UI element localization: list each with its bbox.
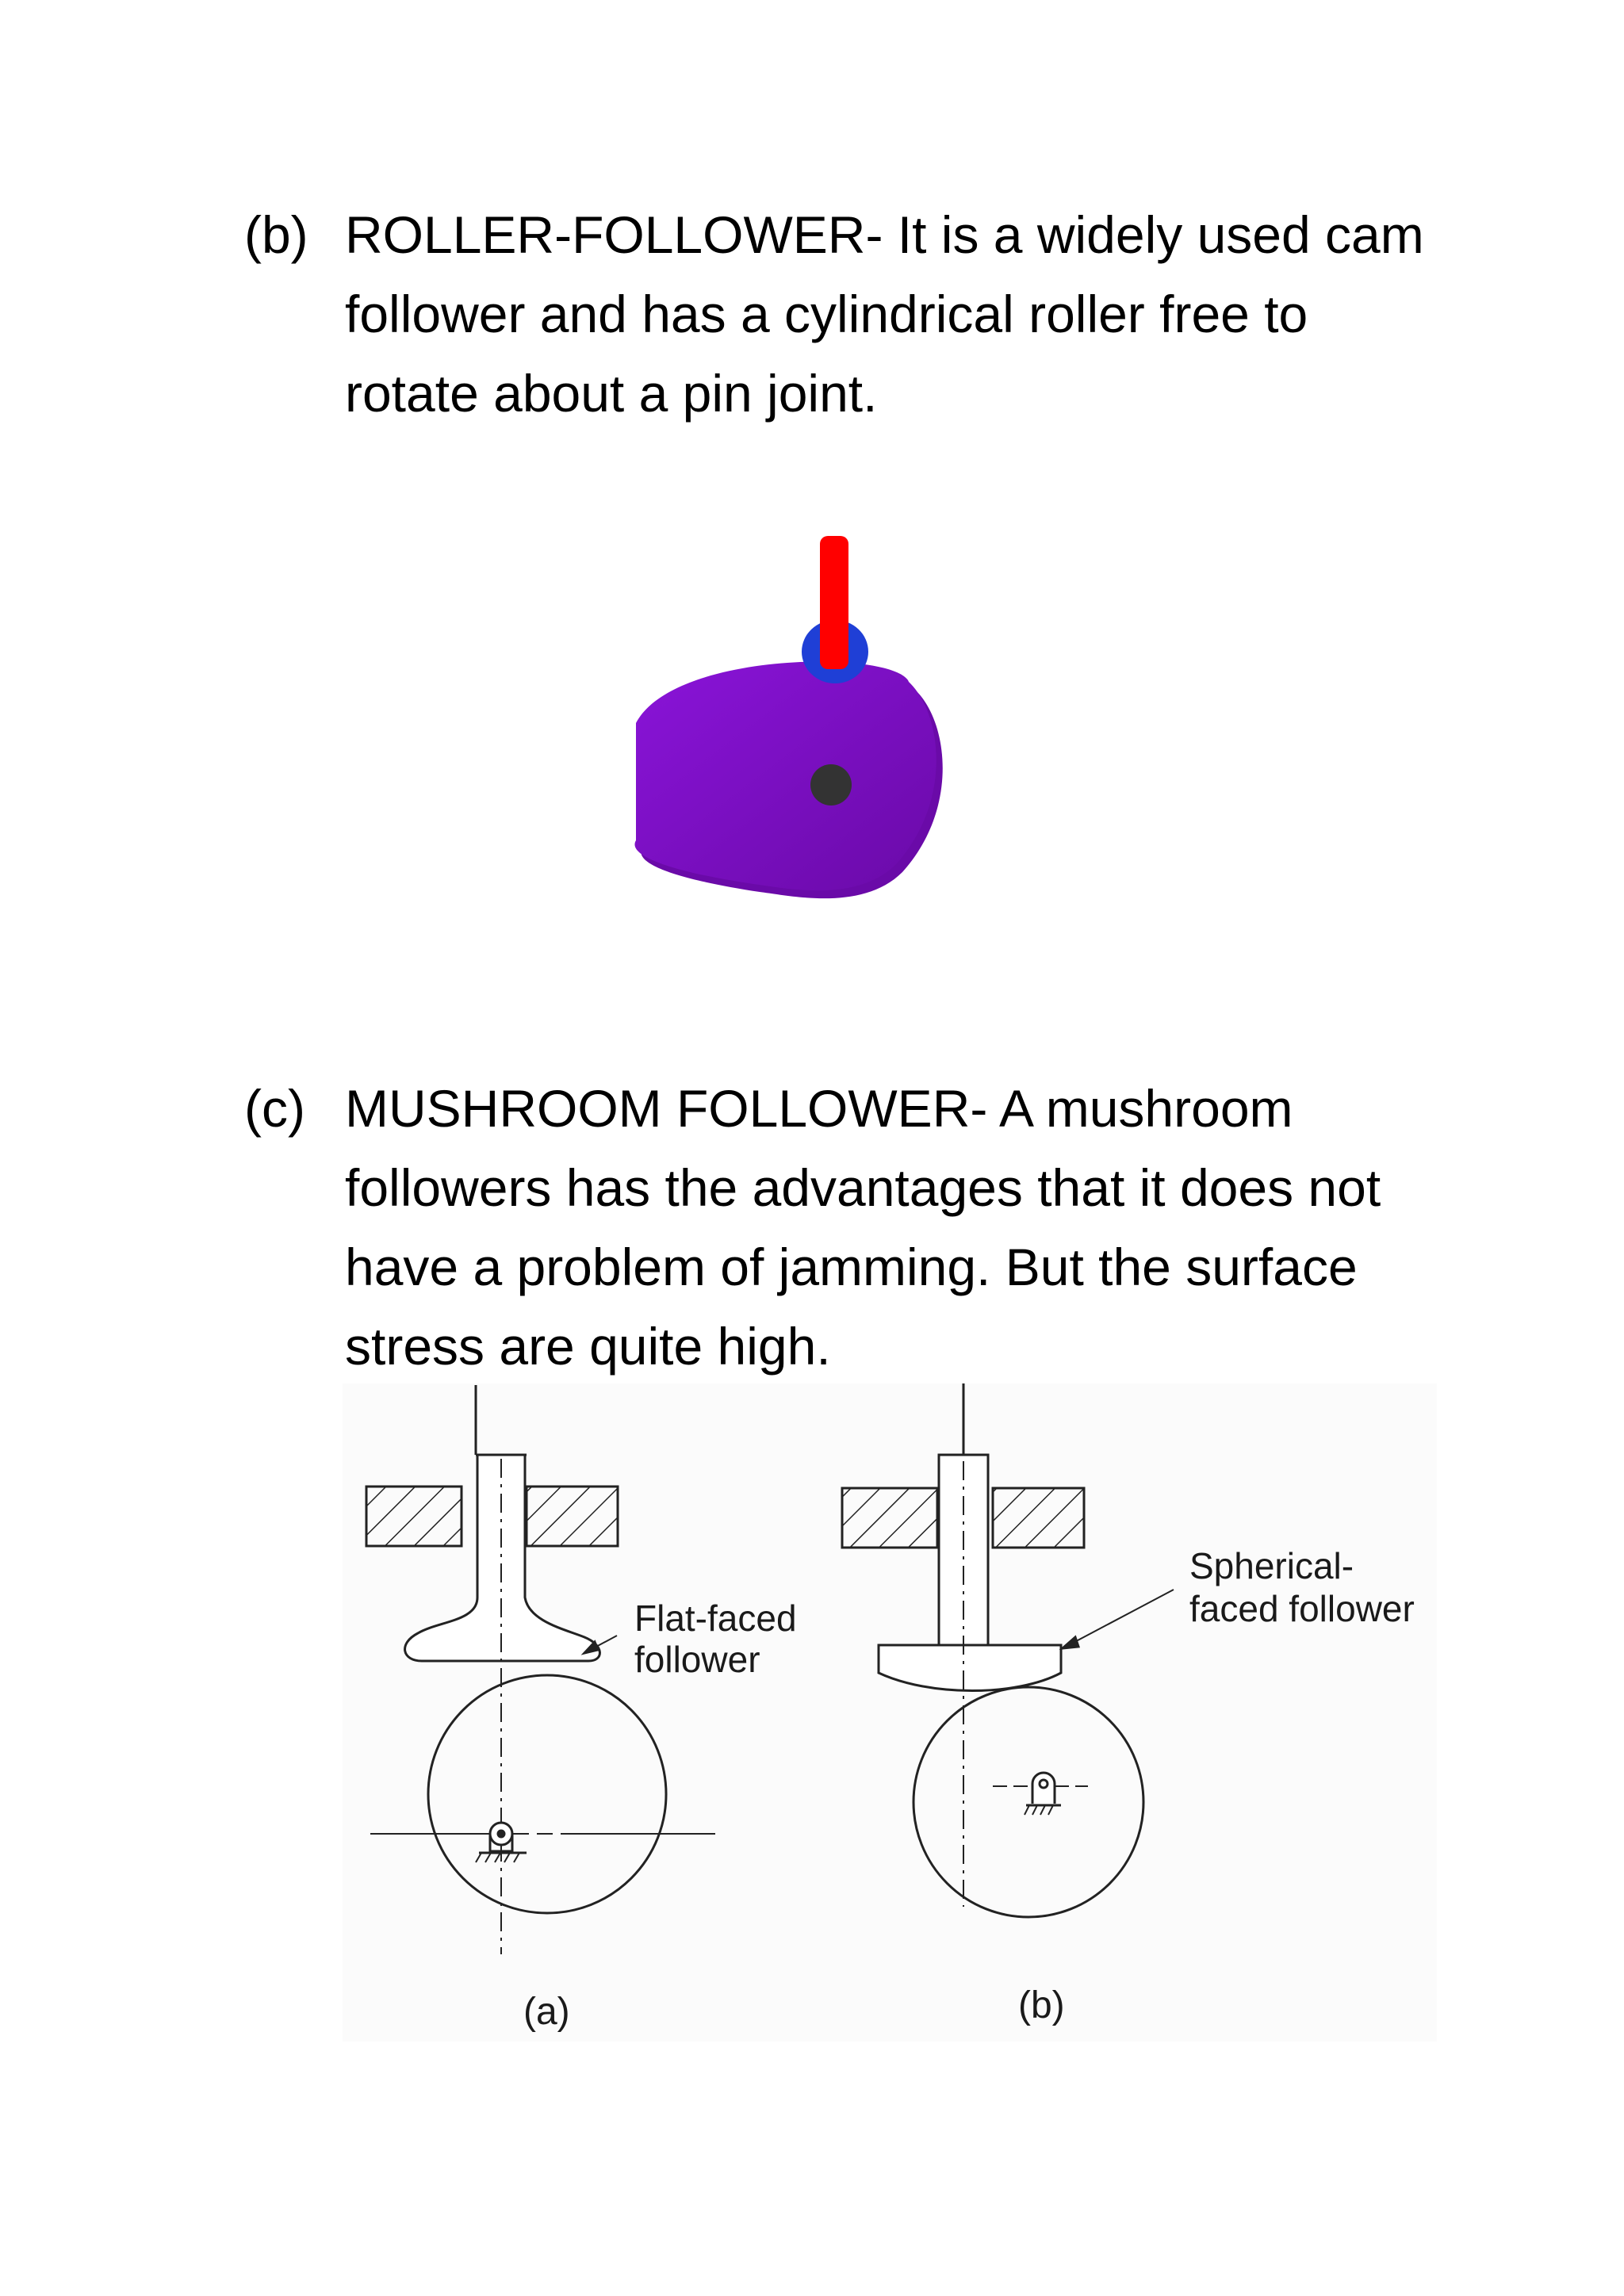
- spherical-face-b: [877, 1644, 1063, 1692]
- roller-follower-illustration: [634, 536, 943, 899]
- mushroom-follower-diagram: Flat-faced follower (a): [365, 1383, 1415, 2033]
- caption-b: (b): [1018, 1984, 1065, 2026]
- label-spherical-line2: faced follower: [1189, 1588, 1415, 1629]
- item-marker: (c): [244, 1079, 305, 1138]
- cam-circle-a: [427, 1674, 668, 1915]
- list-item-roller-follower: (b) ROLLER-FOLLOWER- It is a widely used…: [244, 195, 1450, 433]
- mushroom-follower-figure: Flat-faced follower (a): [343, 1383, 1437, 2042]
- follower-stem: [820, 536, 848, 669]
- label-flat-line2: follower: [634, 1639, 760, 1680]
- cam-pin: [810, 764, 852, 806]
- item-text: ROLLER-FOLLOWER- It is a widely used cam…: [345, 205, 1424, 423]
- follower-stem-a: [404, 1385, 601, 1663]
- cam-circle-b: [912, 1686, 1145, 1919]
- item-marker: (b): [244, 205, 308, 264]
- guide-right-b: [991, 1487, 1086, 1549]
- roller-follower-figure: [341, 444, 1435, 1031]
- guide-left-b: [841, 1487, 939, 1549]
- label-spherical-line1: Spherical-: [1189, 1545, 1354, 1586]
- leader-spherical: [1065, 1589, 1174, 1647]
- item-text: MUSHROOM FOLLOWER- A mushroom followers …: [345, 1079, 1381, 1376]
- guide-left-a: [365, 1485, 463, 1548]
- caption-a: (a): [523, 1991, 570, 2033]
- diagram-a: [365, 1385, 715, 1954]
- label-flat-line1: Flat-faced: [634, 1598, 797, 1639]
- guide-right-a: [525, 1485, 619, 1548]
- diagram-b: [841, 1383, 1174, 1919]
- list-item-mushroom-follower: (c) MUSHROOM FOLLOWER- A mushroom follow…: [244, 1069, 1450, 1386]
- cam-lobe: [634, 661, 936, 891]
